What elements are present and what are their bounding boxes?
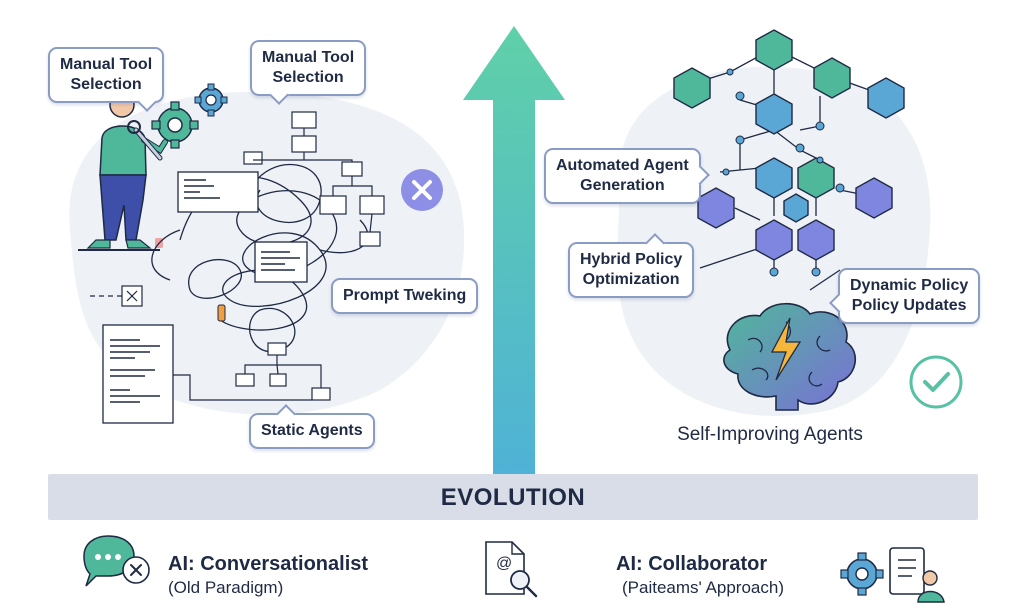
document-search-icon: @ bbox=[485, 541, 538, 598]
conversationalist-subtitle: (Old Paradigm) bbox=[168, 578, 284, 597]
hybrid-policy-optimization-callout: Hybrid Policy Optimization bbox=[568, 233, 695, 298]
dynamic-policy-updates-callout: Dynamic Policy Policy Updates bbox=[829, 268, 981, 324]
evolution-bar: EVOLUTION bbox=[48, 474, 978, 520]
manual-tool-selection-callout-1: Manual Tool Selection bbox=[48, 47, 165, 112]
collaborator-subtitle: (Paiteams' Approach) bbox=[622, 578, 784, 597]
static-agents-callout: Static Agents bbox=[249, 404, 375, 449]
code-document-large bbox=[102, 324, 174, 424]
conversationalist-title: AI: Conversationalist bbox=[168, 553, 369, 575]
hybrid-policy-optimization-label: Hybrid Policy Optimization bbox=[580, 251, 683, 288]
automated-agent-generation-label: Automated Agent Generation bbox=[556, 157, 689, 194]
evolution-label: EVOLUTION bbox=[440, 484, 586, 511]
manual-tool-selection-label-1: Manual Tool Selection bbox=[60, 56, 153, 93]
self-improving-agents-caption: Self-Improving Agents bbox=[677, 424, 863, 445]
manual-tool-selection-label-2: Manual Tool Selection bbox=[262, 49, 355, 86]
small-gear-icon bbox=[194, 83, 228, 117]
svg-text:@: @ bbox=[496, 555, 512, 572]
flowchart-top bbox=[243, 111, 385, 247]
prompt-tweaking-label: Prompt Tweking bbox=[343, 287, 467, 304]
manual-tool-selection-callout-2: Manual Tool Selection bbox=[250, 40, 367, 105]
chat-bubble-icon bbox=[83, 535, 150, 587]
automated-agent-generation-callout: Automated Agent Generation bbox=[544, 148, 710, 204]
collaboration-icon bbox=[840, 547, 945, 603]
network-dots bbox=[722, 68, 845, 277]
code-document bbox=[177, 171, 259, 213]
prompt-tweaking-callout: Prompt Tweking bbox=[331, 278, 479, 314]
dashed-connector bbox=[90, 285, 143, 307]
wrench-icon bbox=[127, 120, 163, 161]
brain-icon bbox=[723, 303, 857, 411]
gear-icon bbox=[151, 101, 199, 149]
collaborator-title: AI: Collaborator bbox=[616, 553, 768, 575]
static-agents-label: Static Agents bbox=[261, 422, 363, 439]
evolution-arrow bbox=[463, 26, 565, 474]
check-circle-icon bbox=[909, 355, 963, 409]
code-document-center bbox=[254, 241, 308, 283]
agent-nodes bbox=[673, 29, 905, 261]
flowchart-bottom bbox=[173, 342, 331, 401]
x-circle-icon bbox=[401, 169, 443, 211]
highlight-marker bbox=[217, 304, 226, 322]
dynamic-policy-updates-label: Dynamic Policy Policy Updates bbox=[850, 277, 969, 314]
